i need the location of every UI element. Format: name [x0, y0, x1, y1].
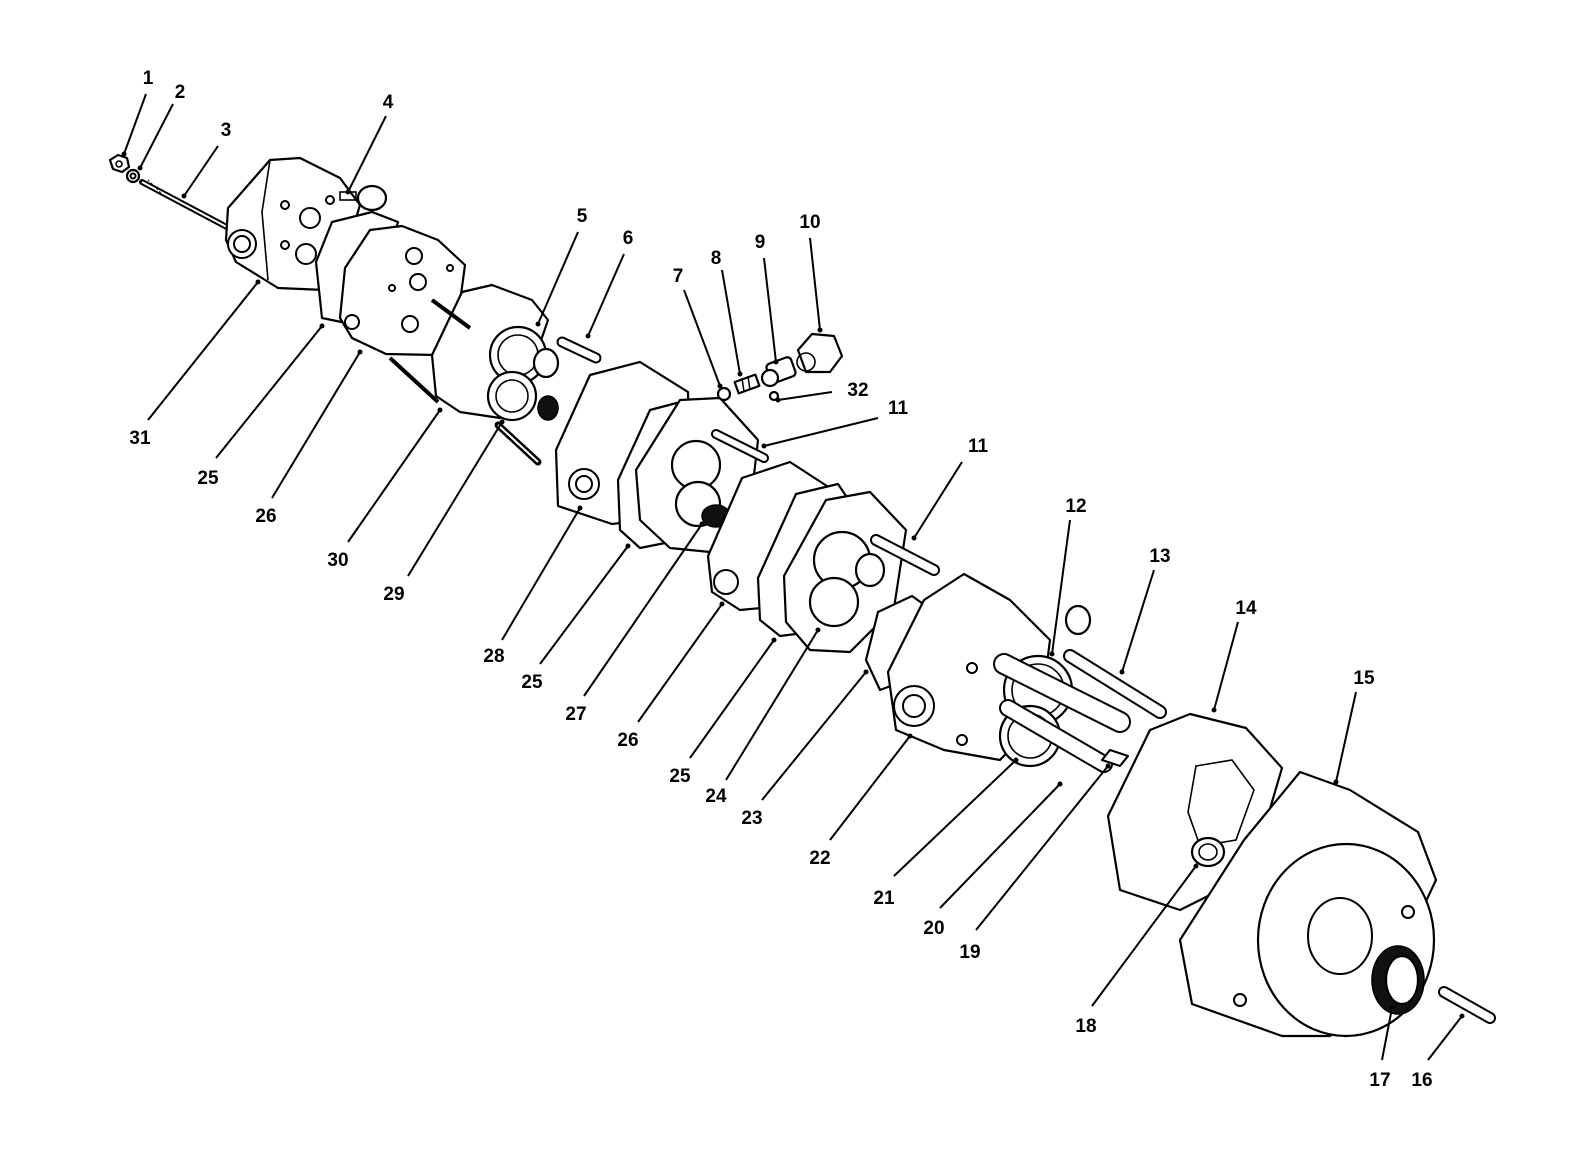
part-bearing-body-rear — [338, 224, 467, 357]
callout-25-rear: 25 — [197, 468, 219, 489]
part-dowel-pin-c — [1063, 649, 1167, 719]
callout-29: 29 — [383, 584, 404, 605]
callout-11-upper: 11 — [888, 398, 909, 419]
callout-30: 30 — [327, 550, 348, 571]
callout-10: 10 — [799, 212, 820, 233]
part-key — [1100, 748, 1130, 768]
part-shaft-seal — [1371, 945, 1425, 1015]
part-drive-gear — [993, 653, 1131, 773]
part-spring — [733, 373, 761, 395]
callout-26-rear: 26 — [255, 506, 276, 527]
part-cap-nut — [796, 332, 844, 374]
callout-12: 12 — [1065, 496, 1086, 517]
callout-20: 20 — [923, 918, 944, 939]
callout-4: 4 — [383, 92, 394, 113]
callout-22: 22 — [809, 848, 830, 869]
callout-21: 21 — [873, 888, 895, 909]
part-gear-housing-front — [782, 490, 908, 654]
callout-17: 17 — [1369, 1070, 1390, 1091]
callout-31: 31 — [129, 428, 151, 449]
callout-25-front: 25 — [669, 766, 691, 787]
callout-28: 28 — [483, 646, 504, 667]
callout-5: 5 — [577, 206, 588, 227]
callout-8: 8 — [711, 248, 722, 269]
part-stud — [494, 421, 542, 466]
callout-18: 18 — [1075, 1016, 1096, 1037]
callout-27: 27 — [565, 704, 586, 725]
callout-19: 19 — [959, 942, 980, 963]
part-check-ball — [716, 386, 732, 402]
callout-6: 6 — [623, 228, 634, 249]
callout-14: 14 — [1235, 598, 1257, 619]
callout-3: 3 — [221, 120, 232, 141]
part-o-ring — [768, 390, 780, 402]
callout-26-front: 26 — [617, 730, 638, 751]
part-lock-washer — [125, 168, 141, 184]
part-gear-pair-rear — [486, 325, 560, 422]
callout-25-middle: 25 — [521, 672, 543, 693]
callout-24: 24 — [705, 786, 727, 807]
leader-lines — [121, 93, 1465, 1061]
part-seal — [1190, 836, 1226, 868]
callout-labels: 1 2 3 4 5 6 7 8 9 10 32 11 11 12 13 14 1… — [129, 68, 1432, 1091]
callout-16: 16 — [1411, 1070, 1432, 1091]
callout-2: 2 — [175, 82, 186, 103]
callout-11-lower: 11 — [968, 436, 989, 457]
part-dowel-pin-a — [556, 336, 602, 364]
callout-32: 32 — [847, 380, 868, 401]
part-small-key — [1438, 986, 1496, 1024]
callout-15: 15 — [1353, 668, 1375, 689]
part-dowel-pin-b — [870, 534, 940, 576]
part-adjusting-plug — [760, 356, 797, 388]
callout-23: 23 — [741, 808, 762, 829]
callout-1: 1 — [143, 68, 154, 89]
callout-7: 7 — [673, 266, 684, 287]
part-nut — [108, 153, 131, 174]
callout-9: 9 — [755, 232, 766, 253]
callout-13: 13 — [1149, 546, 1170, 567]
